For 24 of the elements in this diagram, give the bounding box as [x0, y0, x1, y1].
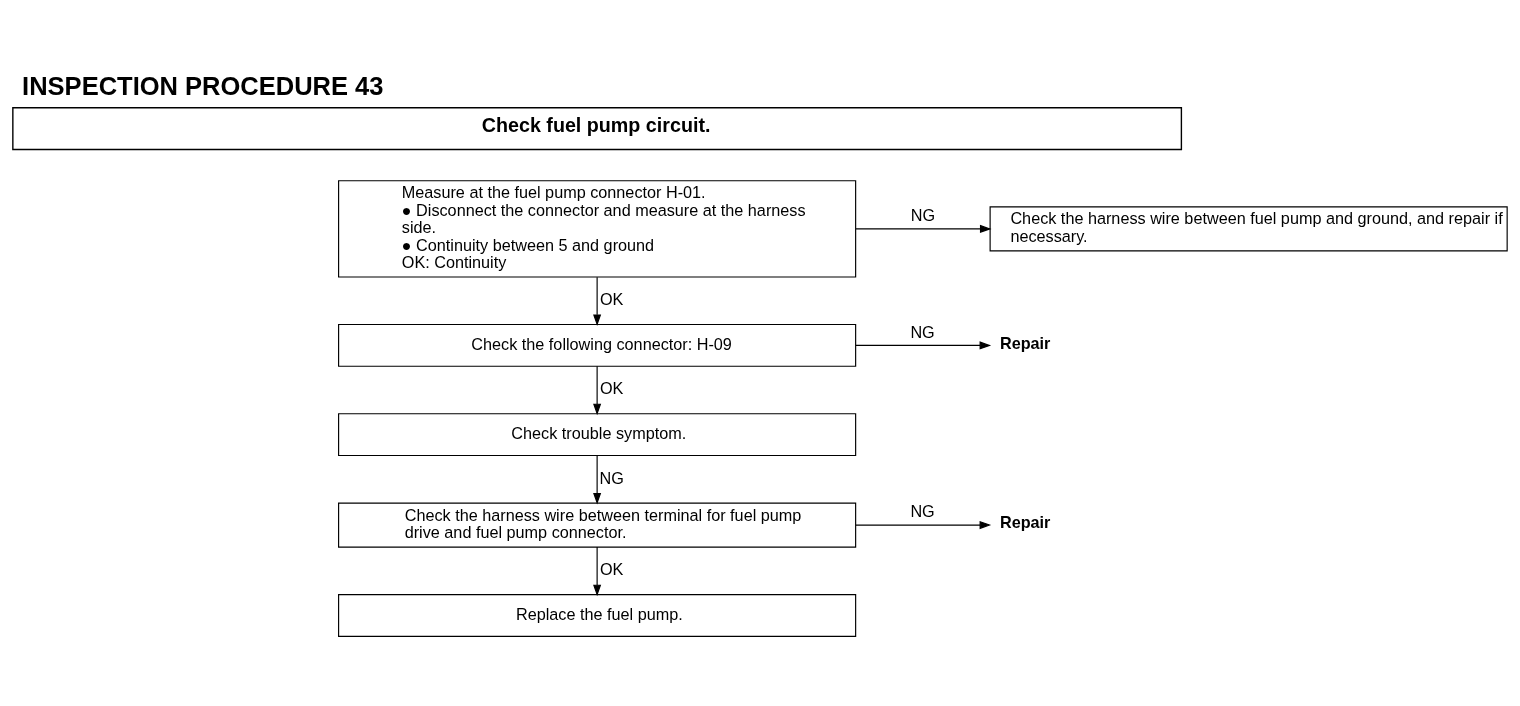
edge-label: OK [599, 559, 624, 578]
node-box: Check trouble symptom. [338, 412, 857, 456]
arrow [593, 276, 602, 326]
node-box: Replace the fuel pump. [338, 593, 857, 637]
arrow [593, 546, 602, 596]
edge-label: NG [599, 468, 624, 487]
arrow [593, 365, 602, 415]
node-text: Repair [999, 512, 1051, 531]
node-box: Check the harness wire between fuel pump and ground, and repair if necessary. [989, 205, 1508, 251]
diagram-title: INSPECTION PROCEDURE 43 [22, 71, 384, 100]
arrow [593, 454, 602, 505]
arrow [855, 520, 992, 529]
edge-label: OK [599, 289, 624, 308]
edge-label: NG [910, 501, 935, 520]
node-text: Repair [999, 333, 1051, 352]
edge-label: NG [910, 322, 935, 340]
arrow [855, 224, 992, 233]
node-box: Check fuel pump circuit. [12, 106, 1183, 150]
edge-label: NG [910, 205, 936, 224]
arrow [855, 340, 992, 349]
edge-label: OK [599, 378, 624, 397]
node-box: Check the harness wire between terminal for fuel pump drive and fuel pump connector. [338, 501, 857, 548]
node-box: Measure at the fuel pump connector H-01. ● Disconnect the connector and measure at the harness side. ● Continuity between 5 and ground OK: Continuity [338, 179, 857, 278]
node-box: Check the following connector: H-09 [338, 323, 857, 367]
